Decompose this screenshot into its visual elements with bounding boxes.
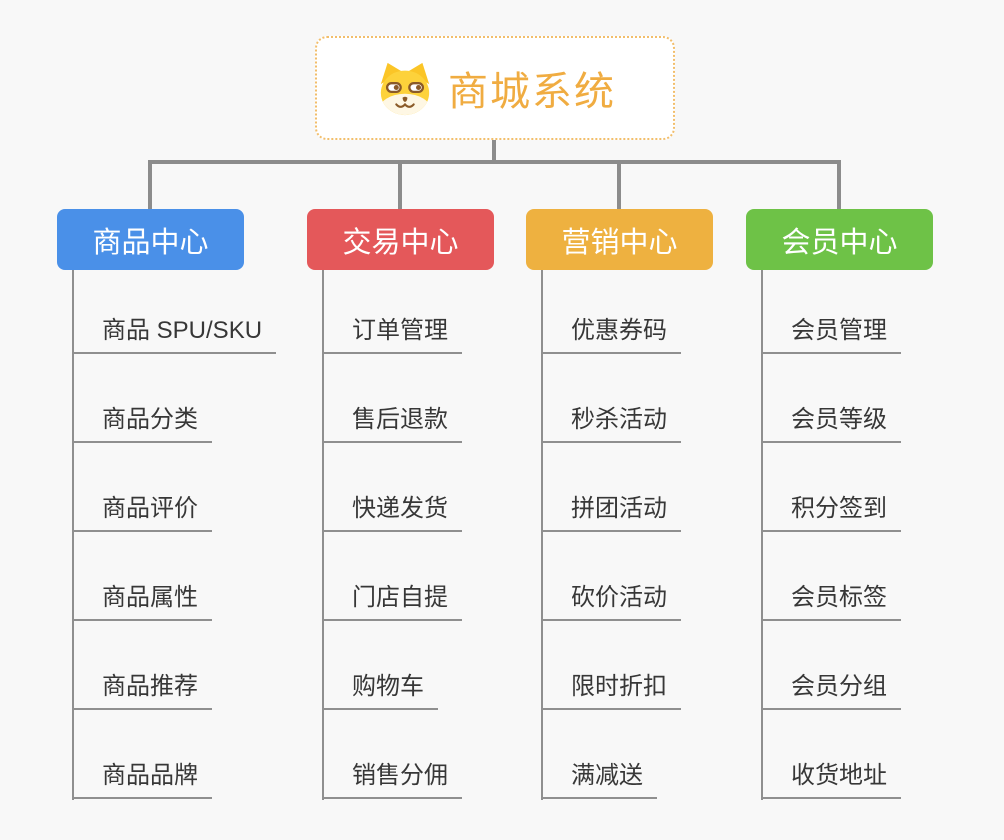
leaf-label: 订单管理 <box>352 317 448 344</box>
leaf-label: 限时折扣 <box>571 673 667 700</box>
leaf-node-order-management[interactable]: 订单管理 <box>322 310 462 354</box>
branch-label: 会员中心 <box>781 226 898 259</box>
leaf-label: 门店自提 <box>352 584 448 611</box>
leaf-node-limited-time-discount[interactable]: 限时折扣 <box>541 666 681 710</box>
connector-trunk-2 <box>322 270 324 800</box>
leaf-label: 销售分佣 <box>352 762 448 789</box>
leaf-node-spend-and-save[interactable]: 满减送 <box>541 755 657 799</box>
leaf-label: 商品推荐 <box>102 673 198 700</box>
connector-root-stub <box>492 139 496 162</box>
leaf-node-coupon-code[interactable]: 优惠券码 <box>541 310 681 354</box>
branch-label: 营销中心 <box>561 226 678 259</box>
connector-branch-stub-4 <box>837 160 841 209</box>
leaf-node-shopping-cart[interactable]: 购物车 <box>322 666 438 710</box>
leaf-label: 会员管理 <box>791 317 887 344</box>
leaf-label: 商品评价 <box>102 495 198 522</box>
leaf-label: 快递发货 <box>352 495 448 522</box>
branch-node-trade-center[interactable]: 交易中心 <box>307 209 494 270</box>
leaf-label: 秒杀活动 <box>571 406 667 433</box>
connector-trunk-4 <box>761 270 763 800</box>
leaf-node-bargain-activity[interactable]: 砍价活动 <box>541 577 681 621</box>
leaf-label: 商品品牌 <box>102 762 198 789</box>
leaf-node-points-checkin[interactable]: 积分签到 <box>761 488 901 532</box>
leaf-label: 购物车 <box>352 673 424 700</box>
leaf-node-member-group[interactable]: 会员分组 <box>761 666 901 710</box>
leaf-label: 砍价活动 <box>571 584 667 611</box>
connector-branch-stub-3 <box>617 160 621 209</box>
leaf-node-member-management[interactable]: 会员管理 <box>761 310 901 354</box>
leaf-label: 会员等级 <box>791 406 887 433</box>
leaf-node-group-buy[interactable]: 拼团活动 <box>541 488 681 532</box>
leaf-node-product-recommend[interactable]: 商品推荐 <box>72 666 212 710</box>
leaf-node-product-category[interactable]: 商品分类 <box>72 399 212 443</box>
connector-branch-stub-1 <box>148 160 152 209</box>
leaf-node-store-pickup[interactable]: 门店自提 <box>322 577 462 621</box>
leaf-label: 收货地址 <box>791 762 887 789</box>
leaf-node-express-delivery[interactable]: 快递发货 <box>322 488 462 532</box>
branch-label: 交易中心 <box>342 226 459 259</box>
leaf-node-member-tag[interactable]: 会员标签 <box>761 577 901 621</box>
leaf-label: 售后退款 <box>352 406 448 433</box>
leaf-label: 会员分组 <box>791 673 887 700</box>
leaf-node-product-attribute[interactable]: 商品属性 <box>72 577 212 621</box>
leaf-label: 满减送 <box>571 762 643 789</box>
leaf-node-sales-commission[interactable]: 销售分佣 <box>322 755 462 799</box>
connector-rail <box>148 160 841 164</box>
leaf-node-shipping-address[interactable]: 收货地址 <box>761 755 901 799</box>
leaf-label: 商品属性 <box>102 584 198 611</box>
leaf-node-product-brand[interactable]: 商品品牌 <box>72 755 212 799</box>
connector-trunk-1 <box>72 270 74 800</box>
branch-node-member-center[interactable]: 会员中心 <box>746 209 933 270</box>
shiba-dog-icon <box>380 62 430 116</box>
leaf-label: 商品分类 <box>102 406 198 433</box>
branch-label: 商品中心 <box>92 226 209 259</box>
leaf-label: 积分签到 <box>791 495 887 522</box>
leaf-node-after-sale-refund[interactable]: 售后退款 <box>322 399 462 443</box>
leaf-label: 商品 SPU/SKU <box>102 317 263 344</box>
leaf-label: 会员标签 <box>791 584 887 611</box>
leaf-label: 优惠券码 <box>571 317 667 344</box>
connector-trunk-3 <box>541 270 543 800</box>
branch-node-product-center[interactable]: 商品中心 <box>57 209 244 270</box>
root-node[interactable]: 商城系统 <box>315 36 675 140</box>
root-title: 商城系统 <box>448 70 616 114</box>
leaf-node-flash-sale[interactable]: 秒杀活动 <box>541 399 681 443</box>
connector-branch-stub-2 <box>398 160 402 209</box>
branch-node-marketing-center[interactable]: 营销中心 <box>526 209 713 270</box>
leaf-node-product-spu-sku[interactable]: 商品 SPU/SKU <box>72 310 277 354</box>
leaf-node-product-review[interactable]: 商品评价 <box>72 488 212 532</box>
leaf-node-member-level[interactable]: 会员等级 <box>761 399 901 443</box>
leaf-label: 拼团活动 <box>571 495 667 522</box>
